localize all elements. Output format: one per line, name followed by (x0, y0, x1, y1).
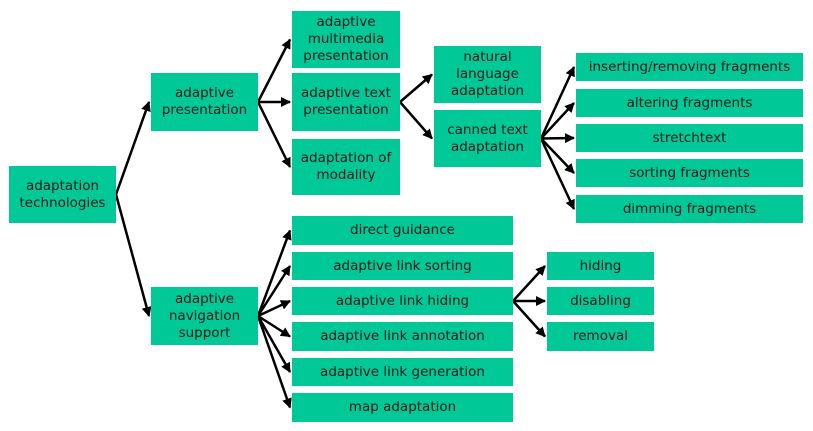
node-adaptive-multimedia-presentation: adaptive multimedia presentation (292, 11, 400, 68)
node-adaptive-presentation: adaptive presentation (151, 73, 258, 131)
node-adaptation-of-modality: adaptation of modality (292, 139, 400, 195)
arrow-adaptive-link-hiding-to-hiding (512, 265, 546, 302)
node-adaptive-text-presentation: adaptive text presentation (292, 73, 400, 131)
node-natural-language-adaptation: natural language adaptation (434, 46, 541, 103)
arrow-adaptive-navigation-support-to-adaptive-link-hiding (257, 299, 291, 318)
node-adaptive-link-generation: adaptive link generation (292, 358, 513, 386)
node-adaptive-link-annotation: adaptive link annotation (292, 322, 513, 351)
node-altering-fragments: altering fragments (576, 89, 803, 117)
node-stretchtext: stretchtext (576, 124, 803, 152)
node-adaptive-link-sorting: adaptive link sorting (292, 252, 513, 280)
node-canned-text-adaptation: canned text adaptation (434, 110, 541, 167)
arrow-adaptive-presentation-to-adaptation-of-modality (256, 101, 292, 168)
node-map-adaptation: map adaptation (292, 393, 513, 422)
arrow-adaptation-technologies-to-adaptive-navigation-support (114, 194, 152, 317)
arrow-adaptive-navigation-support-to-adaptive-link-generation (256, 315, 292, 373)
node-disabling: disabling (547, 287, 654, 315)
arrow-adaptive-navigation-support-to-map-adaptation (256, 315, 292, 409)
arrow-adaptive-link-hiding-to-removal (512, 300, 546, 338)
node-removal: removal (547, 322, 654, 351)
arrow-canned-text-adaptation-to-sorting-fragments (540, 137, 575, 174)
arrow-adaptive-presentation-to-adaptive-multimedia-presentation (256, 38, 292, 103)
arrow-canned-text-adaptation-to-dimming-fragments (539, 137, 576, 210)
node-dimming-fragments: dimming fragments (576, 195, 803, 223)
arrow-adaptive-navigation-support-to-direct-guidance (256, 229, 292, 317)
arrow-adaptation-technologies-to-adaptive-presentation (114, 101, 151, 195)
node-hiding: hiding (547, 252, 654, 280)
arrow-adaptive-navigation-support-to-adaptive-link-annotation (257, 314, 291, 338)
arrow-adaptive-navigation-support-to-adaptive-link-sorting (256, 265, 292, 317)
arrow-adaptive-text-presentation-to-natural-language-adaptation (399, 73, 433, 103)
arrow-canned-text-adaptation-to-altering-fragments (540, 102, 575, 140)
node-direct-guidance: direct guidance (292, 216, 513, 245)
arrow-adaptive-text-presentation-to-canned-text-adaptation (399, 101, 433, 140)
node-sorting-fragments: sorting fragments (576, 159, 803, 187)
node-inserting-removing-fragments: inserting/removing fragments (576, 53, 803, 81)
arrow-canned-text-adaptation-to-inserting-removing-fragments (539, 66, 576, 140)
node-adaptation-technologies: adaptation technologies (9, 166, 116, 223)
node-adaptive-navigation-support: adaptive navigation support (151, 287, 258, 345)
arrow-canned-text-adaptation-to-stretchtext (540, 133, 575, 144)
node-adaptive-link-hiding: adaptive link hiding (292, 287, 513, 315)
